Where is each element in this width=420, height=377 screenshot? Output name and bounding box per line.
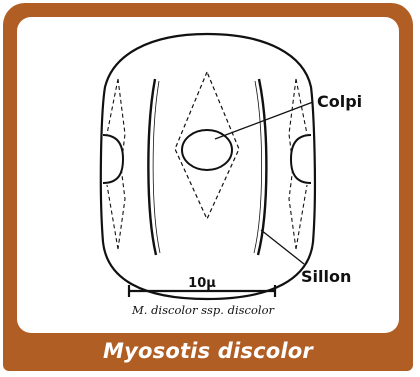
figure-panel: Colpi Sillon 10µ M. discolor ssp. discol… <box>17 17 399 333</box>
specimen-caption: M. discolor ssp. discolor <box>131 303 276 317</box>
scale-bar-label: 10µ <box>188 276 216 291</box>
left-sillon <box>148 79 156 255</box>
left-pore <box>103 135 123 183</box>
figure-card: Colpi Sillon 10µ M. discolor ssp. discol… <box>3 3 413 371</box>
right-sillon <box>258 79 266 255</box>
pollen-diagram: Colpi Sillon 10µ M. discolor ssp. discol… <box>17 17 399 333</box>
colpi-label: Colpi <box>317 92 362 111</box>
figure-caption: Myosotis discolor <box>3 336 413 366</box>
sillon-leader-line <box>261 230 304 264</box>
sillon-label: Sillon <box>301 267 351 286</box>
right-pore <box>291 135 311 183</box>
